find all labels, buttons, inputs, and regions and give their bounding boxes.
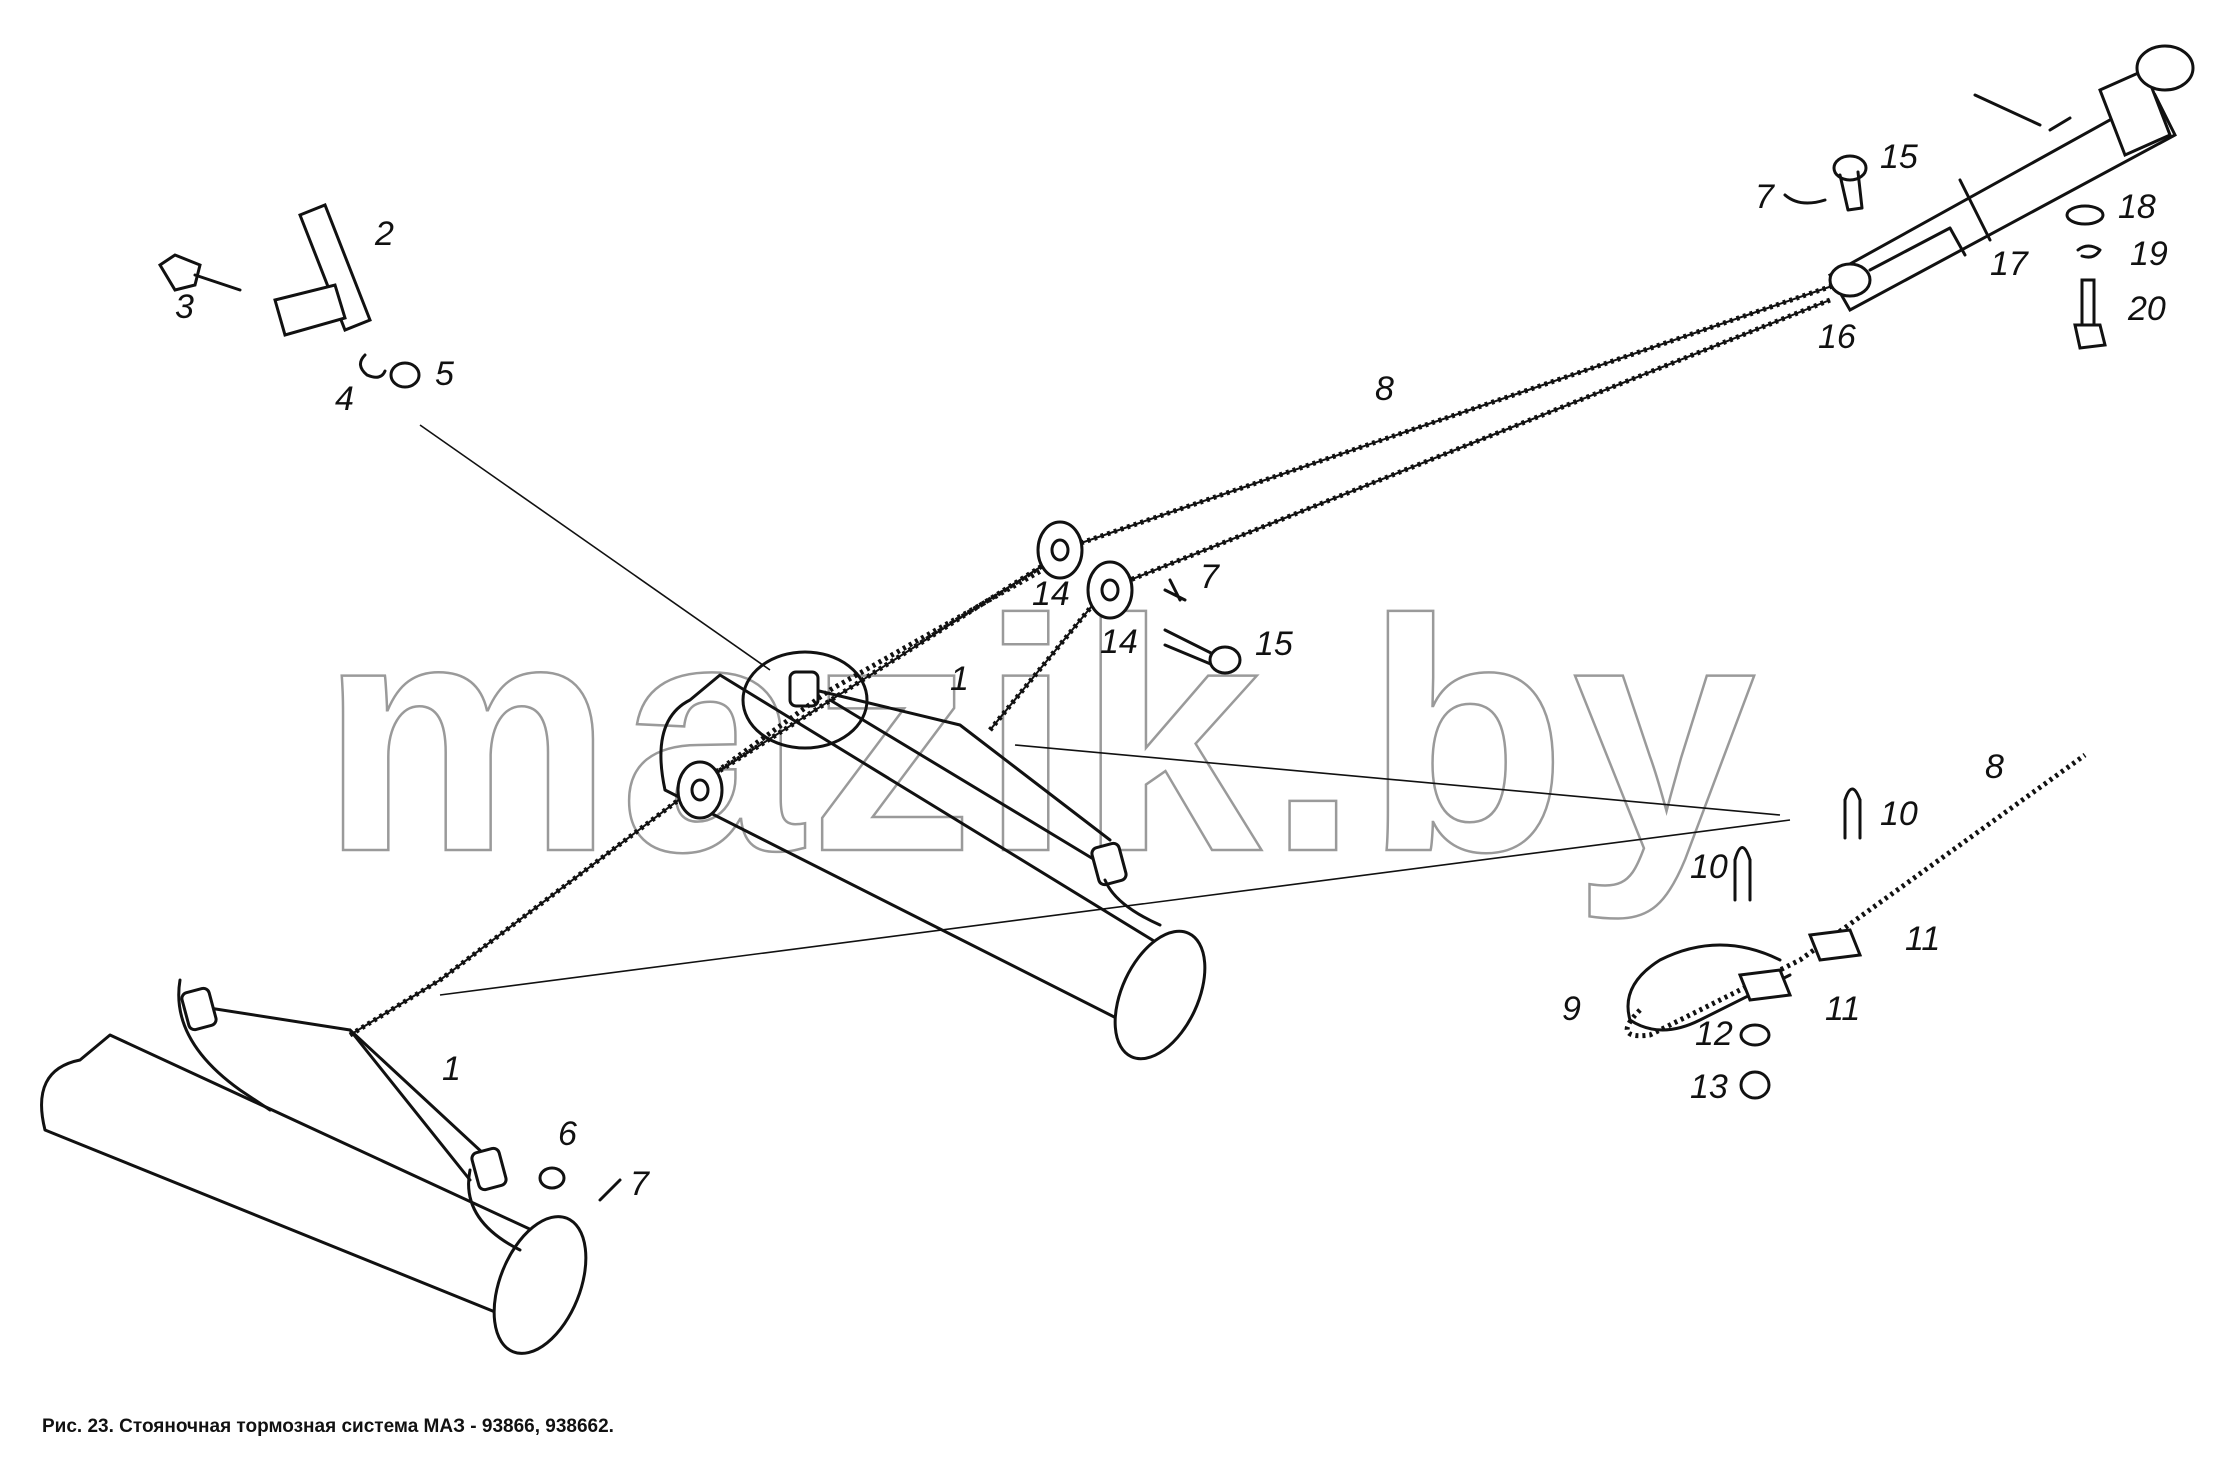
- label-14a: 14: [1032, 575, 1070, 613]
- label-20: 20: [2127, 290, 2166, 328]
- label-18: 18: [2118, 188, 2156, 226]
- label-11b: 11: [1825, 990, 1860, 1028]
- label-7a: 7: [630, 1165, 650, 1203]
- label-11a: 11: [1905, 920, 1940, 958]
- label-12: 12: [1695, 1015, 1733, 1053]
- label-1a: 1: [442, 1050, 461, 1088]
- label-6: 6: [558, 1115, 577, 1153]
- cable-end-detail: [1624, 752, 2087, 1100]
- bracket-hardware: [157, 203, 421, 389]
- leader-lines: [419, 424, 1791, 996]
- lever-assembly: [1827, 44, 2195, 313]
- callout-labels: 1 1 2 3 4 5 6 7 7 7 8 8 9 10 10 11 11 12…: [175, 138, 2168, 1203]
- label-10b: 10: [1880, 795, 1918, 833]
- label-15b: 15: [1880, 138, 1918, 176]
- label-1b: 1: [950, 660, 969, 698]
- label-15a: 15: [1255, 625, 1293, 663]
- label-14b: 14: [1100, 623, 1138, 661]
- pulleys: [676, 520, 1134, 820]
- figure-caption: Рис. 23. Стояночная тормозная система МА…: [42, 1416, 614, 1437]
- watermark: mazik.by: [320, 551, 1762, 922]
- label-3: 3: [175, 288, 194, 326]
- label-7b: 7: [1200, 558, 1220, 596]
- label-19: 19: [2130, 235, 2168, 273]
- label-8a: 8: [1375, 370, 1394, 408]
- label-7c: 7: [1755, 178, 1775, 216]
- front-axle-assembly: [659, 650, 1207, 1061]
- pins-and-washers: [538, 154, 2107, 1202]
- label-10a: 10: [1690, 848, 1728, 886]
- label-5: 5: [435, 355, 454, 393]
- label-16: 16: [1818, 318, 1856, 356]
- label-9: 9: [1562, 990, 1581, 1028]
- label-4: 4: [335, 380, 354, 418]
- label-8b: 8: [1985, 748, 2004, 786]
- label-2: 2: [374, 215, 394, 253]
- rear-axle-assembly: [40, 978, 588, 1355]
- label-17: 17: [1990, 245, 2029, 283]
- label-13: 13: [1690, 1068, 1728, 1106]
